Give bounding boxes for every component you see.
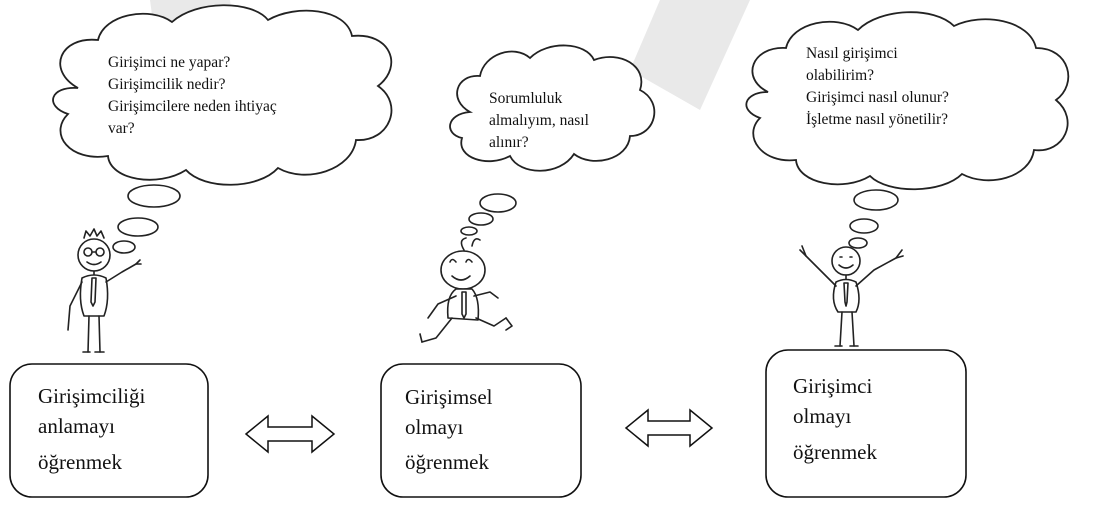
box-line: anlamayı	[38, 414, 115, 438]
box-line: olmayı	[405, 415, 463, 439]
bubble-line: Girişimcilik nedir?	[108, 76, 226, 93]
thought-cloud-2: Sorumluluk almalıyım, nasıl alınır?	[449, 44, 656, 172]
thought-cloud-3: Nasıl girişimci olabilirim? Girişimci na…	[745, 11, 1070, 191]
stage-box-3-text: Girişimci olmayı öğrenmek	[793, 374, 878, 464]
bubble-line: Girişimci nasıl olunur?	[806, 89, 949, 106]
stage-box-1-text: Girişimciliği anlamayı öğrenmek	[38, 384, 151, 474]
bubble-line: Girişimci ne yapar?	[108, 54, 230, 71]
box-line: Girişimciliği	[38, 384, 145, 408]
thought-text-3: Nasıl girişimci olabilirim? Girişimci na…	[806, 45, 953, 128]
thought-text-1: Girişimci ne yapar? Girişimcilik nedir? …	[108, 54, 281, 137]
bubble-line: İşletme nasıl yönetilir?	[806, 111, 948, 128]
box-line: olmayı	[793, 404, 851, 428]
bubble-line: Sorumluluk	[489, 90, 562, 107]
box-line: öğrenmek	[405, 450, 489, 474]
running-figure	[419, 237, 513, 343]
bubble-line: alınır?	[489, 134, 529, 151]
box-line: öğrenmek	[38, 450, 122, 474]
cheering-figure	[799, 245, 904, 347]
box-line: Girişimci	[793, 374, 872, 398]
box-line: öğrenmek	[793, 440, 877, 464]
thought-cloud-1: Girişimci ne yapar? Girişimcilik nedir? …	[52, 4, 393, 186]
bubble-line: Girişimcilere neden ihtiyaç	[108, 98, 277, 115]
bubble-line: almalıyım, nasıl	[489, 112, 589, 129]
bubble-line: olabilirim?	[806, 67, 874, 84]
bubble-line: Nasıl girişimci	[806, 45, 898, 62]
thought-trail-3	[848, 189, 899, 249]
box-line: Girişimsel	[405, 385, 493, 409]
stage-box-2-text: Girişimsel olmayı öğrenmek	[405, 385, 498, 474]
bubble-line: var?	[108, 120, 135, 137]
thinker-figure	[67, 228, 142, 353]
stage-box-2: Girişimsel olmayı öğrenmek	[380, 363, 582, 498]
thought-trail-2	[460, 193, 517, 236]
thought-text-2: Sorumluluk almalıyım, nasıl alınır?	[489, 90, 593, 151]
double-arrow-2	[624, 408, 714, 448]
thought-trail-1	[112, 184, 181, 254]
double-arrow-1	[244, 414, 336, 454]
stage-box-1: Girişimciliği anlamayı öğrenmek	[9, 363, 209, 498]
stage-box-3: Girişimci olmayı öğrenmek	[765, 349, 967, 498]
